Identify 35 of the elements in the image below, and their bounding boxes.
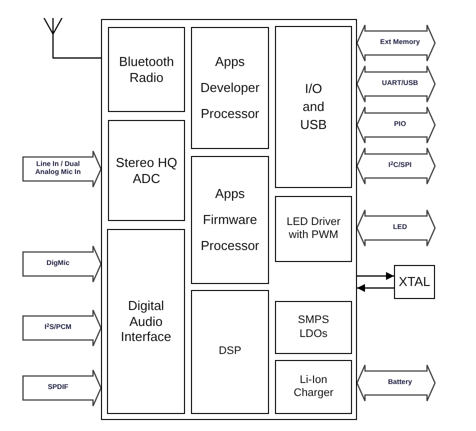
block-box (191, 27, 269, 149)
block-box (275, 301, 352, 354)
block-label: Digital Audio Interface (120, 298, 172, 345)
block-arrow (356, 24, 436, 62)
block-label: Apps Firmware Processor (200, 185, 260, 255)
block-label: Apps Developer Processor (199, 53, 261, 123)
block-arrow (356, 65, 436, 103)
arrow (357, 272, 394, 280)
block-label: SMPS LDOs (296, 314, 330, 341)
block-box (191, 290, 269, 414)
block-label: Li-Ion Charger (292, 374, 334, 400)
block-arrow (356, 147, 436, 185)
block-arrow (22, 309, 102, 347)
block-box (275, 360, 352, 414)
block-box (107, 229, 185, 414)
block-arrow (22, 369, 102, 407)
block-arrow (356, 106, 436, 144)
block-label: XTAL (398, 274, 432, 290)
block-arrow (22, 245, 102, 283)
block-box (394, 265, 435, 299)
block-label: Stereo HQ ADC (114, 154, 178, 186)
block-label: LED Driver with PWM (286, 216, 342, 242)
arrow (357, 284, 394, 292)
chip-outline (101, 19, 357, 420)
block-box (191, 156, 269, 284)
block-box (108, 27, 185, 112)
block-arrow (356, 364, 436, 402)
block-box (275, 196, 352, 262)
block-box (108, 120, 185, 221)
block-label: DSP (218, 344, 242, 360)
block-label: I/O and USB (299, 80, 328, 134)
block-arrow (22, 150, 102, 188)
block-box (275, 26, 352, 188)
block-label: Bluetooth Radio (118, 54, 175, 86)
block-arrow (356, 209, 436, 247)
